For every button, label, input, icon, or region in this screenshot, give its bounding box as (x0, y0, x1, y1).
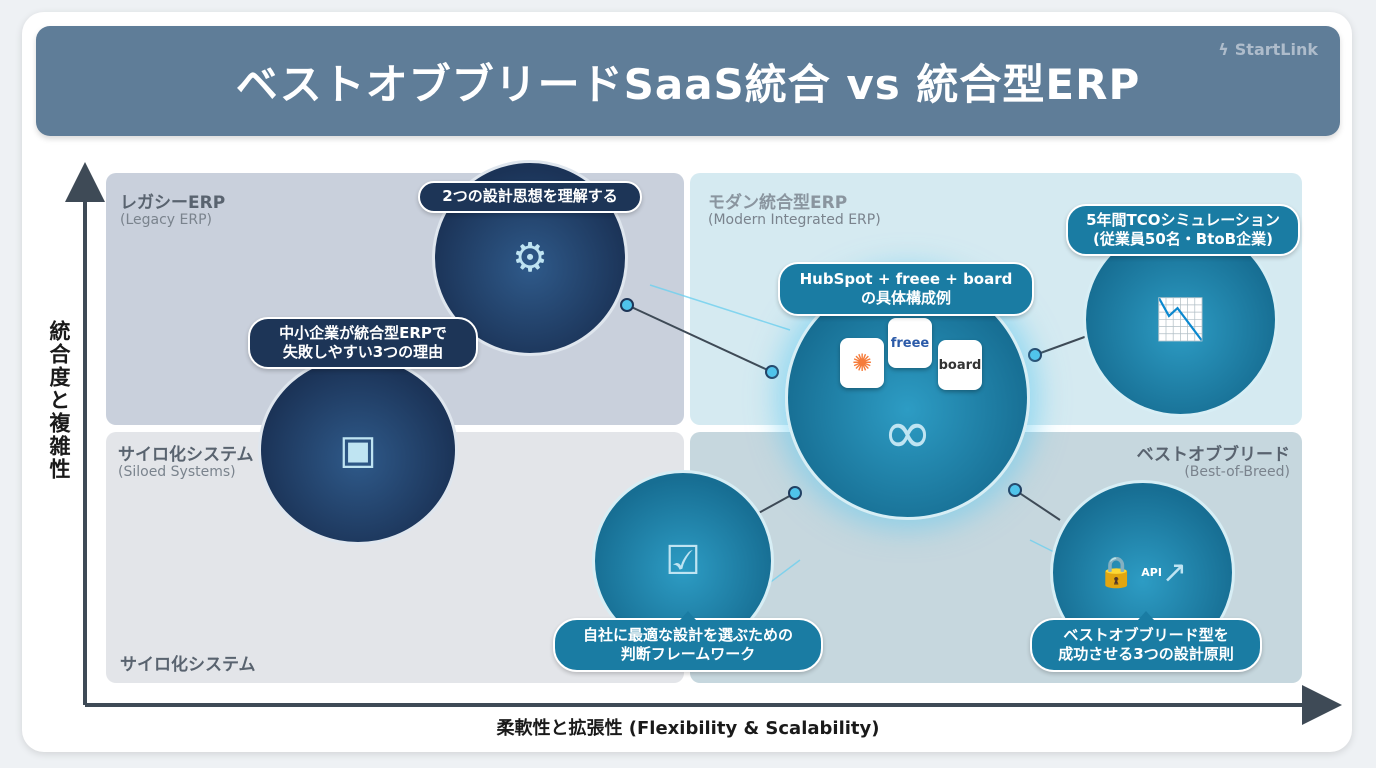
design-philosophy-bubble[interactable]: 2つの設計思想を理解する (418, 181, 642, 213)
legacy-erp-label: レガシーERP (120, 193, 226, 213)
title-bar: ベストオブブリードSaaS統合 vs 統合型ERP ϟ StartLink (36, 26, 1340, 136)
tco-bubble[interactable]: 5年間TCOシミュレーション(従業員50名・BtoB企業) (1066, 204, 1300, 256)
siloed-sub: (Siloed Systems) (118, 464, 236, 480)
freee-icon: freee (888, 318, 932, 368)
brain-gears-icon: ⚙ (512, 235, 548, 281)
startlink-logo: ϟ StartLink (1218, 40, 1318, 59)
infinity-icon: ∞ (882, 397, 933, 468)
y-axis-label: 統合度と複雑性 (47, 320, 71, 481)
x-axis-label: 柔軟性と拡張性 (Flexibility & Scalability) (496, 718, 880, 739)
framework-bubble[interactable]: 自社に最適な設計を選ぶための判断フレームワーク (553, 611, 823, 672)
slide-title: ベストオブブリードSaaS統合 vs 統合型ERP (235, 59, 1141, 109)
bridge-cube-icon: ▣ (339, 427, 377, 473)
config-example-line2: の具体構成例 (860, 289, 951, 307)
modern-erp-sub: (Modern Integrated ERP) (708, 212, 881, 228)
principles-line2: 成功させる3つの設計原則 (1058, 645, 1234, 663)
siloed-bottom-label: サイロ化システム (120, 655, 256, 675)
bolt-icon: ϟ (1218, 40, 1229, 59)
logo-text: StartLink (1234, 40, 1318, 59)
trend-up-icon: ↗ (1161, 555, 1188, 590)
framework-line1: 自社に最適な設計を選ぶための (582, 625, 793, 644)
erp-failure-bubble[interactable]: 中小企業が統合型ERPで失敗しやすい3つの理由 (248, 317, 478, 369)
config-example-line1: HubSpot + freee + board (799, 269, 1013, 288)
best-of-breed-label: ベストオブブリード (1136, 445, 1290, 465)
legacy-erp-sub: (Legacy ERP) (120, 212, 213, 228)
erp-failure-line1: 中小企業が統合型ERPで (279, 323, 447, 342)
modern-erp-label: モダン統合型ERP (708, 193, 848, 213)
erp-failure-circle[interactable]: ▣ (258, 355, 458, 545)
principles-line1: ベストオブブリード型を (1063, 625, 1229, 644)
principles-bubble[interactable]: ベストオブブリード型を成功させる3つの設計原則 (1030, 611, 1262, 672)
erp-failure-line2: 失敗しやすい3つの理由 (282, 343, 444, 361)
tco-line2: (従業員50名・BtoB企業) (1093, 230, 1273, 248)
best-of-breed-sub: (Best-of-Breed) (1184, 464, 1290, 480)
hubspot-icon: ✺ (840, 338, 884, 388)
lock-hexagon-icon: 🔒 (1097, 555, 1136, 590)
checklist-flowchart-icon: ☑ (665, 538, 701, 584)
bar-chart-coins-icon: 📉 (1155, 297, 1206, 343)
siloed-label: サイロ化システム (118, 445, 254, 465)
api-hexagon-icon: API (1141, 566, 1162, 579)
framework-line2: 判断フレームワーク (620, 645, 756, 663)
tco-line1: 5年間TCOシミュレーション (1086, 210, 1280, 229)
design-philosophy-text: 2つの設計思想を理解する (442, 187, 618, 206)
board-icon: board (938, 340, 982, 390)
